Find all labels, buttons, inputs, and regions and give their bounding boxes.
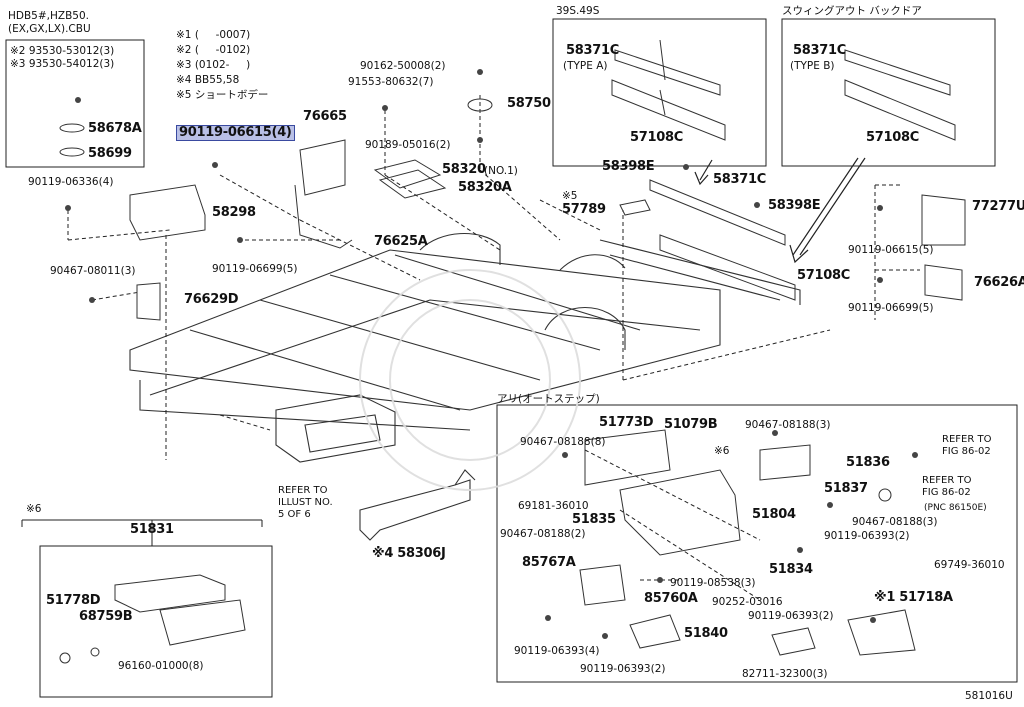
part-82711-32300[interactable]: 82711-32300(3) [742,668,828,680]
part-51778D[interactable]: 51778D [46,593,101,608]
note-3: ※3 (0102- ) [176,59,251,71]
inset-51831-mark: ※6 [26,503,42,515]
part-58398E-lower[interactable]: 58398E [768,198,821,213]
part-51831[interactable]: 51831 [130,522,174,537]
part-57789[interactable]: 57789 [562,202,606,217]
refer-fig-86-02-a[interactable]: REFER TO FIG 86-02 [942,434,992,457]
inset-box-swing [781,18,996,167]
part-51840[interactable]: 51840 [684,626,728,641]
frame-drawing [129,233,801,541]
part-51079B[interactable]: 51079B [664,417,718,432]
refer-pnc: (PNC 86150E) [924,503,987,513]
part-58699[interactable]: 58699 [88,146,132,161]
part-58298[interactable]: 58298 [212,205,256,220]
part-90467-08188-3b[interactable]: 90467-08188(3) [852,516,938,528]
part-58678A[interactable]: 58678A [88,121,142,136]
part-90467-08011[interactable]: 90467-08011(3) [50,265,136,277]
inset-swing-title: スウィングアウト バックドア [782,5,922,17]
part-76625A[interactable]: 76625A [374,234,428,249]
part-90467-08188-3a[interactable]: 90467-08188(3) [745,419,831,431]
part-51718A[interactable]: ※1 51718A [874,590,953,605]
part-57108C-inset-b[interactable]: 57108C [866,130,919,145]
part-58371C-type-b[interactable]: 58371C [793,43,846,58]
part-90162-50008[interactable]: 90162-50008(2) [360,60,446,72]
part-76665[interactable]: 76665 [303,109,347,124]
note-5: ※5 ショートボデー [176,89,269,101]
part-90119-06393-2b[interactable]: 90119-06393(2) [748,610,834,622]
note-1: ※1 ( -0007) [176,29,251,41]
part-90252-03016[interactable]: 90252-03016 [712,596,783,608]
part-51837[interactable]: 51837 [824,481,868,496]
part-90119-06336[interactable]: 90119-06336(4) [28,176,114,188]
part-69181-36010[interactable]: 69181-36010 [518,500,589,512]
part-51834[interactable]: 51834 [769,562,813,577]
part-90119-06699[interactable]: 90119-06699(5) [212,263,298,275]
part-90119-06393-4[interactable]: 90119-06393(4) [514,645,600,657]
part-76626A[interactable]: 76626A [974,275,1024,290]
note-2: ※2 ( -0102) [176,44,251,56]
part-57108C-inset-a[interactable]: 57108C [630,130,683,145]
part-90119-06615-5[interactable]: 90119-06615(5) [848,244,934,256]
step-box-title: アリ(オートステップ) [497,393,600,405]
part-69749-36010[interactable]: 69749-36010 [934,559,1005,571]
part-58371C[interactable]: 58371C [713,172,766,187]
part-76629D[interactable]: 76629D [184,292,239,307]
inset-39s-title: 39S.49S [556,5,600,17]
part-90189-05016[interactable]: 90189-05016(2) [365,139,451,151]
part-51835[interactable]: 51835 [572,512,616,527]
part-90119-06699-5[interactable]: 90119-06699(5) [848,302,934,314]
inset-box-51831 [39,545,273,698]
part-57108C[interactable]: 57108C [797,268,850,283]
refer-fig-86-02-b[interactable]: REFER TO FIG 86-02 [922,475,972,498]
part-51836[interactable]: 51836 [846,455,890,470]
part-51773D[interactable]: 51773D [599,415,654,430]
part-90467-08188-2[interactable]: 90467-08188(2) [500,528,586,540]
mark-5: ※5 [562,190,578,202]
part-93530-53012[interactable]: ※2 93530-53012(3) [10,45,115,57]
inset-box-39s [552,18,767,167]
part-90119-06393-2c[interactable]: 90119-06393(2) [580,663,666,675]
part-58320[interactable]: 58320 [442,162,486,177]
part-96160-01000[interactable]: 96160-01000(8) [118,660,204,672]
part-93530-54012[interactable]: ※3 93530-54012(3) [10,58,115,70]
part-90467-08188-8[interactable]: 90467-08188(8) [520,436,606,448]
type-b-label: (TYPE B) [790,60,835,72]
step-box [496,404,1018,683]
part-68759B[interactable]: 68759B [79,609,133,624]
type-a-label: (TYPE A) [563,60,608,72]
refer-illust-note[interactable]: REFER TO ILLUST NO. 5 OF 6 [278,485,333,520]
model-header: HDB5#,HZB50. [8,10,89,22]
part-90119-08538[interactable]: 90119-08538(3) [670,577,756,589]
part-91553-80632[interactable]: 91553-80632(7) [348,76,434,88]
mark-6: ※6 [714,445,730,457]
part-58371C-type-a[interactable]: 58371C [566,43,619,58]
part-58320-no: (NO.1) [484,165,518,177]
part-90119-06393-2a[interactable]: 90119-06393(2) [824,530,910,542]
part-58306J[interactable]: ※4 58306J [372,546,446,561]
part-90119-06615-highlighted[interactable]: 90119-06615(4) [176,125,295,141]
part-58320A[interactable]: 58320A [458,180,512,195]
part-85760A[interactable]: 85760A [644,591,698,606]
part-85767A[interactable]: 85767A [522,555,576,570]
part-51804[interactable]: 51804 [752,507,796,522]
model-subheader: (EX,GX,LX).CBU [8,23,91,35]
part-58750[interactable]: 58750 [507,96,551,111]
figure-code: 581016U [965,690,1013,702]
part-58398E-upper[interactable]: 58398E [602,159,655,174]
note-4: ※4 BB55,58 [176,74,240,86]
part-77277U[interactable]: 77277U [972,199,1024,214]
inset-box-topleft [5,39,145,168]
